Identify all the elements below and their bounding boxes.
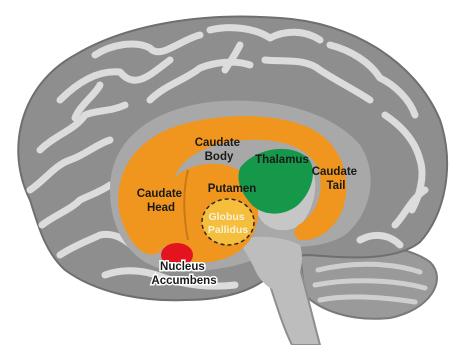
label-nucleus-accumbens: Nucleus Accumbens	[151, 261, 216, 287]
gyri-pattern	[26, 24, 429, 290]
label-putamen: Putamen	[208, 183, 257, 195]
internal-capsule	[183, 169, 189, 241]
label-caudate-body: Caudate Body	[195, 137, 244, 163]
label-caudate-tail: Caudate Tail	[312, 166, 361, 192]
caudate-nucleus	[118, 115, 347, 255]
cerebellum-folds	[312, 261, 428, 305]
label-caudate-head: Caudate Head	[137, 188, 186, 214]
brainstem-upper	[240, 236, 302, 292]
globus-pallidus	[201, 198, 255, 246]
label-globus-pallidus: Globus Pallidus	[208, 211, 248, 236]
label-thalamus: Thalamus	[255, 154, 309, 166]
nucleus-accumbens	[161, 243, 193, 267]
thalamus	[238, 148, 313, 214]
